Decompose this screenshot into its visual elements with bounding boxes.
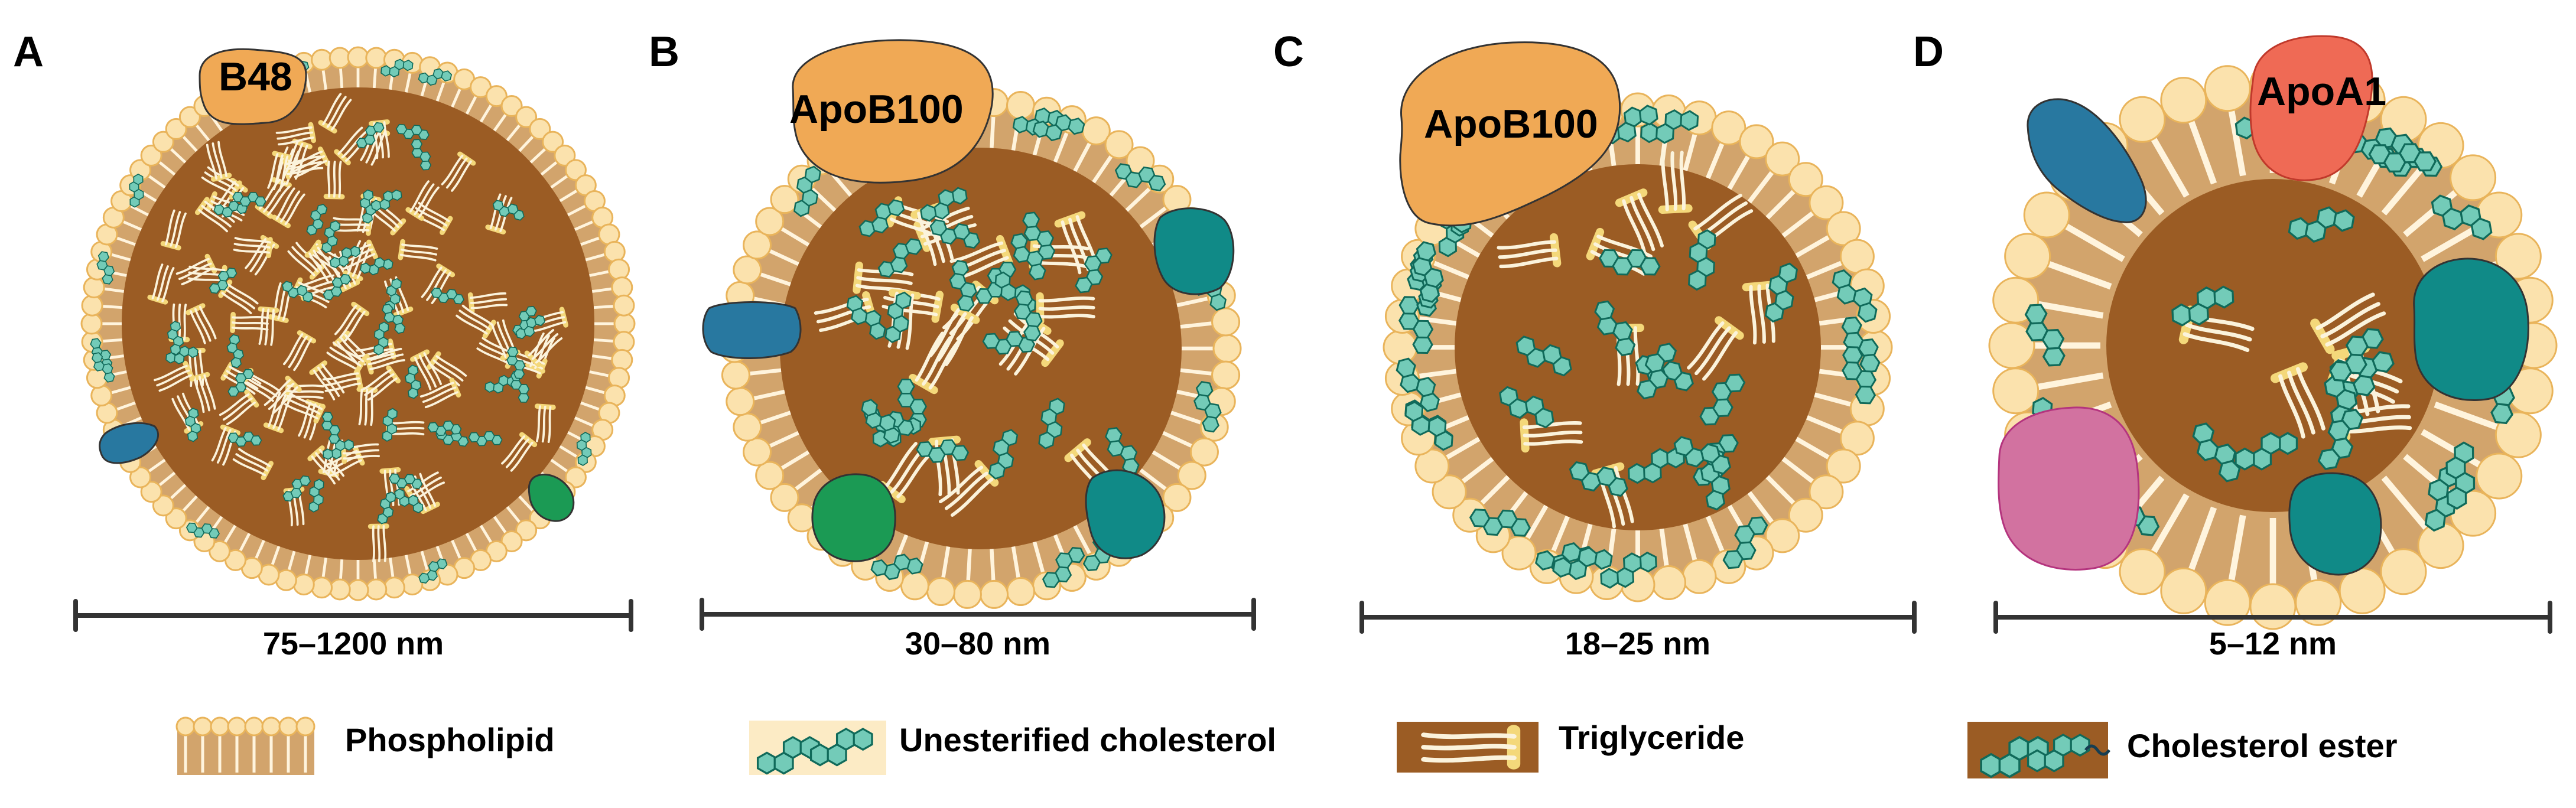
phospholipid-icon: [175, 716, 316, 775]
legend-label-cholesterol-ester: Cholesterol ester: [2127, 727, 2398, 764]
scale-bar-c: [1359, 601, 1917, 634]
ldl-particle: [1383, 41, 1893, 602]
protein-blue-b: [702, 301, 802, 359]
legend-label-phospholipid: Phospholipid: [345, 721, 555, 758]
legend-label-triglyceride: Triglyceride: [1559, 719, 1744, 756]
apolipoprotein-a1: [2249, 35, 2373, 181]
vldl-particle: [702, 39, 1242, 609]
protein-teal-b2: [1085, 469, 1166, 559]
panel-letter-d: D: [1913, 28, 1944, 76]
chylomicron-particle: [80, 46, 636, 601]
apolipoprotein-label-b: ApoB100: [789, 87, 964, 132]
apolipoprotein-label-a: B48: [219, 54, 292, 99]
apolipoprotein-label-c: ApoB100: [1424, 102, 1598, 146]
protein-teal-d2: [2288, 472, 2382, 576]
protein-blue-d: [2027, 98, 2147, 223]
scale-bar-a: [73, 599, 633, 632]
apolipoprotein-b100-c: [1399, 41, 1621, 227]
apolipoprotein-label-d: ApoA1: [2257, 69, 2386, 114]
apolipoprotein-b100-b: [792, 39, 994, 184]
protein-teal-b: [1153, 207, 1235, 295]
size-label-c: 18–25 nm: [1565, 626, 1710, 662]
size-label-b: 30–80 nm: [905, 626, 1050, 662]
panel-letter-b: B: [649, 28, 679, 76]
protein-green-a: [528, 473, 575, 522]
panel-letter-c: C: [1273, 28, 1304, 76]
apolipoprotein-b48: [199, 48, 307, 125]
scale-bar-d: [1993, 601, 2552, 634]
scale-bar-b: [700, 598, 1256, 631]
panel-letter-a: A: [13, 28, 44, 76]
protein-green-b: [811, 473, 896, 562]
protein-blue-a: [99, 422, 159, 464]
unesterified-cholesterol-icon: [749, 721, 886, 775]
size-label-a: 75–1200 nm: [263, 626, 444, 662]
protein-teal-d: [2413, 258, 2529, 401]
legend: Phospholipid Unesterified cholesterol Tr…: [175, 716, 2398, 778]
protein-pink-d: [1998, 406, 2140, 571]
legend-label-unesterified-cholesterol: Unesterified cholesterol: [899, 721, 1276, 758]
hdl-particle: [1988, 35, 2558, 630]
cholesterol-ester-icon: [1967, 722, 2111, 778]
size-label-d: 5–12 nm: [2209, 626, 2337, 662]
triglyceride-icon: [1397, 722, 1539, 773]
